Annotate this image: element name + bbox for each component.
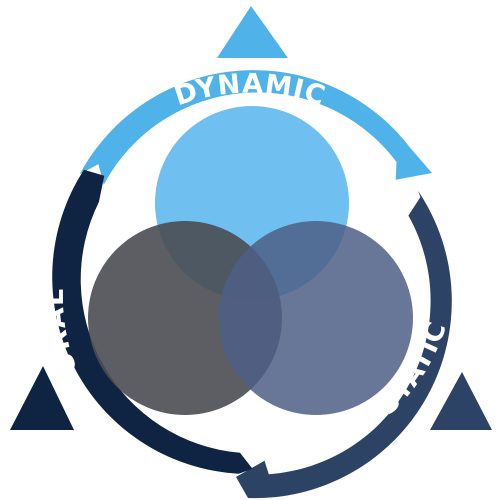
triangle-left-icon: [10, 366, 74, 430]
arc-static: [236, 190, 452, 499]
label-dynamic: DYNAMIC: [171, 69, 330, 113]
arc-dynamic: [79, 70, 433, 185]
circle-static: [219, 221, 413, 415]
triangle-right-icon: [430, 372, 492, 430]
triangle-top-icon: [217, 6, 288, 58]
arc-procedural: [52, 169, 253, 474]
